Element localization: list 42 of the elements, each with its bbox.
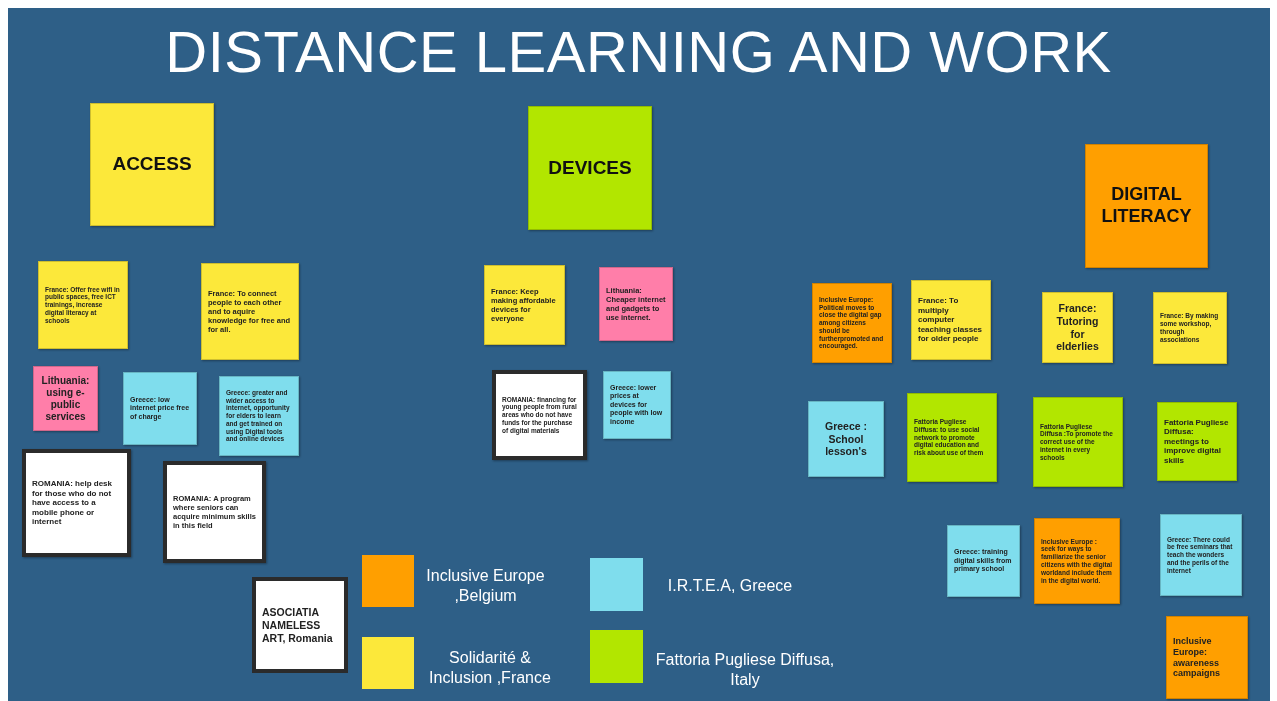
title: DISTANCE LEARNING AND WORK	[164, 20, 1113, 84]
note-text: France: Tutoring for elderlies	[1055, 302, 1100, 353]
sticky-note	[599, 267, 673, 341]
legend-label: I.R.T.E.A, Greece	[666, 576, 794, 596]
sticky-note	[163, 461, 266, 563]
sticky-note	[911, 280, 991, 360]
sticky-note	[947, 525, 1020, 597]
heading-note	[1085, 144, 1208, 268]
note-text: ROMANIA: help desk for those who do not have access to a mobile phone or internet	[32, 479, 113, 527]
sticky-note	[492, 370, 587, 460]
sticky-note	[484, 265, 565, 345]
heading-note	[90, 103, 214, 226]
sticky-note	[1033, 397, 1123, 487]
legend-label: ASOCIATIA NAMELESS ART, Romania	[261, 605, 334, 645]
category-heading: DEVICES	[547, 156, 633, 180]
legend-label: Solidarité & Inclusion ,France	[428, 648, 552, 688]
sticky-note	[201, 263, 299, 360]
sticky-note	[123, 372, 197, 445]
note-text: Greece : School lesson's	[824, 420, 868, 458]
sticky-note	[603, 371, 671, 439]
sticky-note	[38, 261, 128, 349]
note-text: Lithuania: using e-public services	[40, 374, 91, 423]
sticky-note	[1153, 292, 1227, 364]
note-text: France: To multiply computer teaching classes for older people	[918, 296, 984, 344]
legend-label: Fattoria Pugliese Diffusa, Italy	[654, 650, 836, 690]
note-text: Fattoria Pugliese Diffusa: meetings to improve digital skills	[1164, 417, 1230, 466]
sticky-note	[907, 393, 997, 482]
sticky-note	[1157, 402, 1237, 481]
sticky-note	[22, 449, 131, 557]
sticky-note	[1166, 616, 1248, 699]
sticky-note	[812, 283, 892, 363]
sticky-note	[33, 366, 98, 431]
legend-label: Inclusive Europe ,Belgium	[425, 566, 546, 606]
sticky-note	[1042, 292, 1113, 363]
sticky-note	[808, 401, 884, 477]
sticky-note	[219, 376, 299, 456]
sticky-note	[1034, 518, 1120, 604]
category-heading: ACCESS	[111, 153, 193, 176]
heading-note	[528, 106, 652, 230]
note-text: Inclusive Europe: awareness campaigns	[1173, 635, 1222, 680]
sticky-note	[1160, 514, 1242, 596]
category-heading: DIGITAL LITERACY	[1100, 184, 1193, 228]
